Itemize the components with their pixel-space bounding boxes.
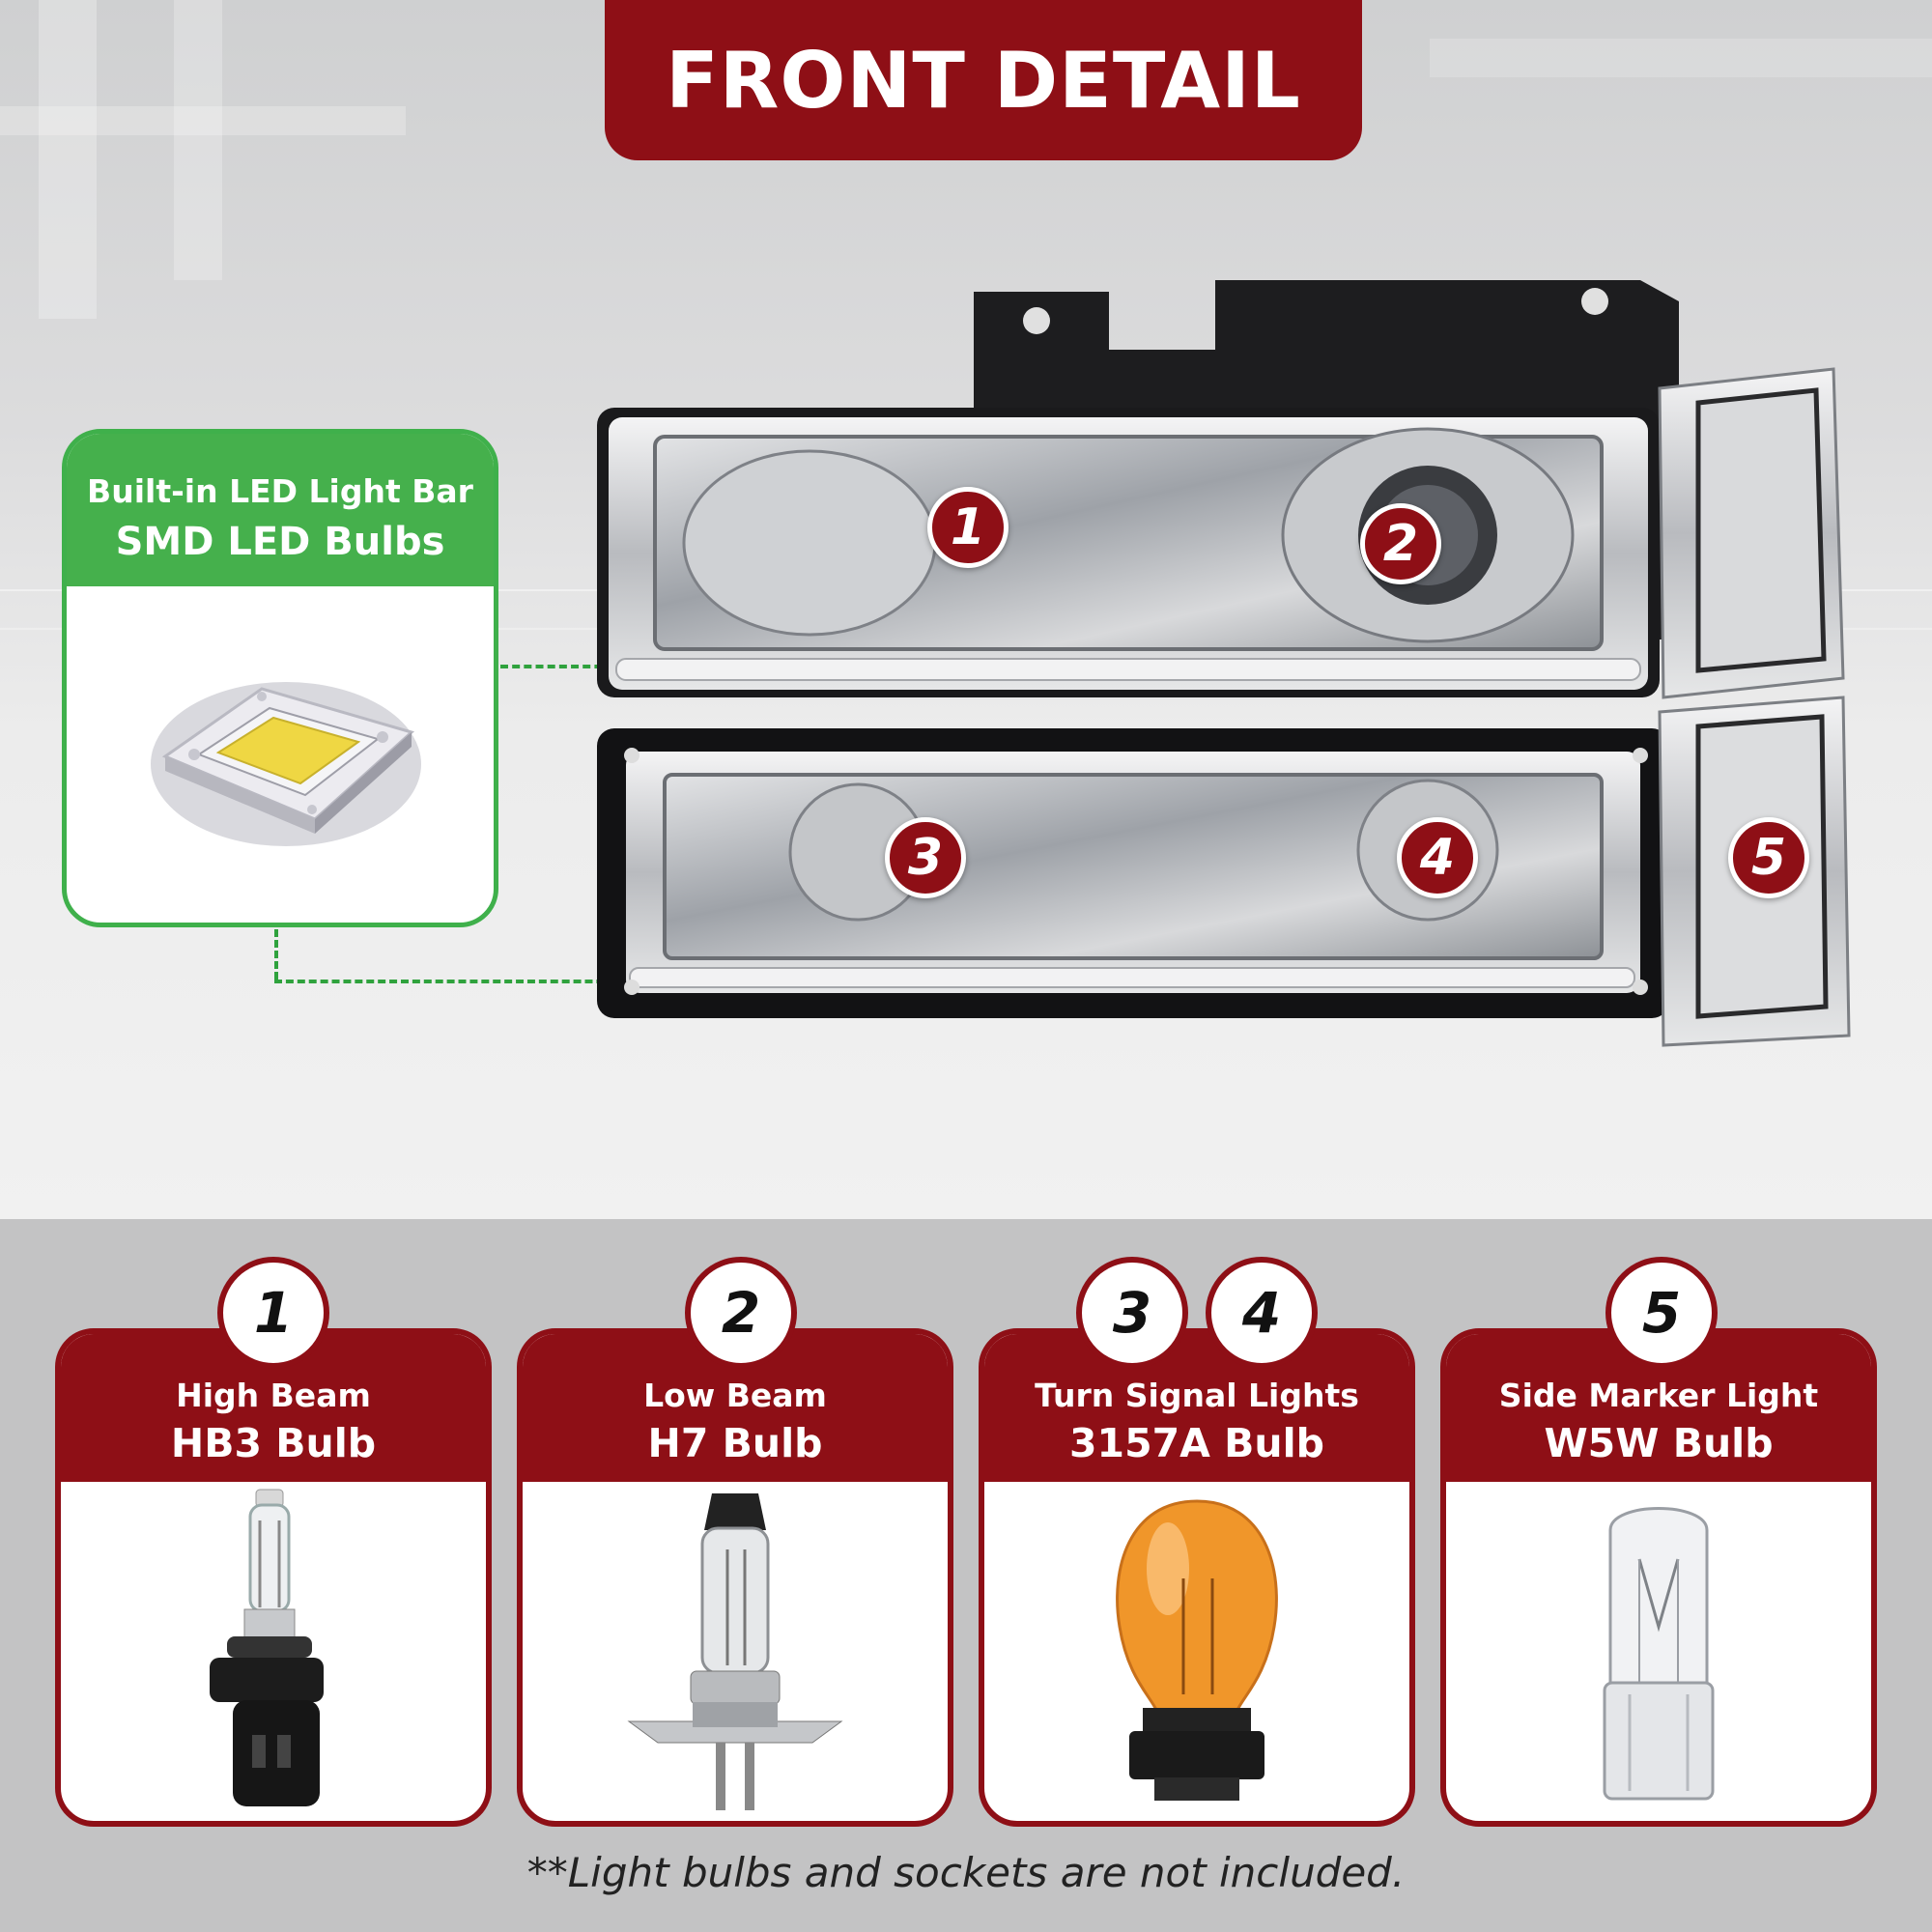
cob-led-chip-image <box>151 682 421 846</box>
window-light <box>174 0 222 280</box>
bulb-function: Side Marker Light <box>1498 1377 1819 1414</box>
connector-line <box>274 929 278 980</box>
bulb-card-low-beam: Low Beam H7 Bulb <box>517 1328 953 1827</box>
marker-4: 4 <box>1397 817 1478 898</box>
title-banner: FRONT DETAIL <box>605 0 1362 160</box>
bulb-type: W5W Bulb <box>1544 1420 1774 1466</box>
led-callout-card: Built-in LED Light Bar SMD LED Bulbs <box>62 429 498 927</box>
bulb-number-2: 2 <box>685 1257 797 1369</box>
bulb-number-4: 4 <box>1206 1257 1318 1369</box>
connector-line <box>274 980 777 983</box>
bulb-type: H7 Bulb <box>647 1420 823 1466</box>
marker-1: 1 <box>927 487 1009 568</box>
hb3-bulb-image <box>210 1489 324 1806</box>
marker-2: 2 <box>1360 503 1441 584</box>
marker-3: 3 <box>885 817 966 898</box>
bulb-card-turn-signal: Turn Signal Lights 3157A Bulb <box>979 1328 1415 1827</box>
h7-bulb-image <box>627 1493 843 1810</box>
page-title: FRONT DETAIL <box>666 35 1301 126</box>
w5w-bulb-image <box>1603 1507 1715 1801</box>
window-light <box>39 0 97 319</box>
footnote: **Light bulbs and sockets are not includ… <box>526 1849 1406 1896</box>
bulb-function: Turn Signal Lights <box>1035 1377 1359 1414</box>
bulb-type: 3157A Bulb <box>1069 1420 1324 1466</box>
led-callout-line1: Built-in LED Light Bar <box>87 472 473 510</box>
bulb-number-5: 5 <box>1605 1257 1718 1369</box>
headlight-assembly-image <box>597 280 1851 1047</box>
bulb-number-3: 3 <box>1076 1257 1188 1369</box>
window-light <box>1430 39 1932 77</box>
3157a-bulb-image <box>1116 1499 1278 1801</box>
product-scene: FRONT DETAIL Built-in LED Light Bar SMD … <box>0 0 1932 1219</box>
bulb-type: HB3 Bulb <box>170 1420 377 1466</box>
bulb-function: High Beam <box>176 1377 371 1414</box>
marker-5: 5 <box>1728 817 1809 898</box>
led-callout-header: Built-in LED Light Bar SMD LED Bulbs <box>67 434 494 586</box>
bulb-card-side-marker: Side Marker Light W5W Bulb <box>1440 1328 1877 1827</box>
bulb-card-header: Turn Signal Lights 3157A Bulb <box>984 1334 1409 1482</box>
led-callout-line2: SMD LED Bulbs <box>115 520 445 564</box>
bulb-number-1: 1 <box>217 1257 329 1369</box>
bulb-function: Low Beam <box>643 1377 827 1414</box>
bulb-card-high-beam: High Beam HB3 Bulb <box>55 1328 492 1827</box>
window-light <box>0 106 406 135</box>
